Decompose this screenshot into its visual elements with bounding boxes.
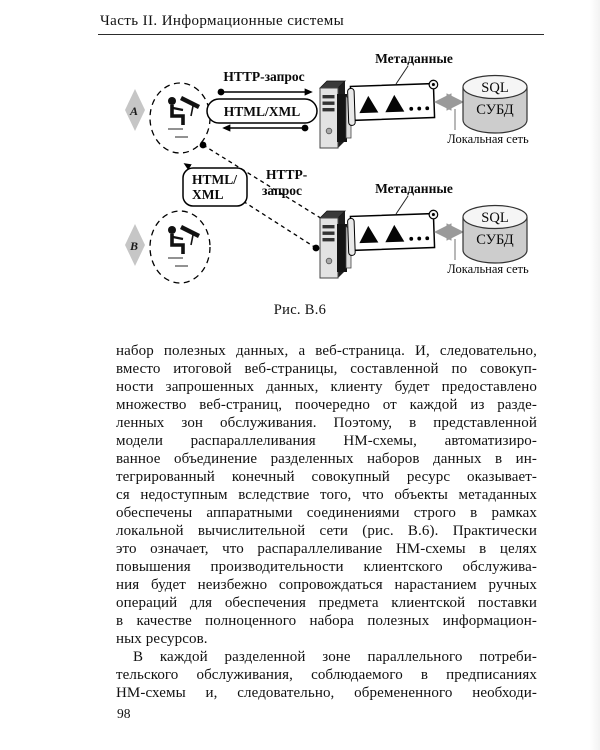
scan-edge-shadow: [590, 0, 600, 750]
text-line: В каждой разделенной зоне параллельного …: [133, 649, 537, 665]
text-line: модели распараллеливания НМ-схемы, автом…: [116, 433, 537, 449]
text-line: набор полезных данных, а веб-страница. И…: [116, 343, 537, 359]
figure-caption: Рис. В.6: [273, 302, 327, 318]
http-request-arrow-dot: [217, 88, 225, 96]
sql-label-1: SQL: [481, 80, 508, 96]
metadata-label-1: Метаданные: [375, 51, 453, 66]
http-request-mid-line2: запрос: [262, 183, 302, 198]
running-head: Часть II. Информационные системы: [100, 13, 345, 29]
html-xml-label-top: HTML/XML: [224, 104, 301, 119]
http-request-mid-line1: HTTP-: [266, 167, 307, 182]
text-line: ных ресурсов.: [116, 631, 208, 647]
local-network-label-1: Локальная сеть: [447, 132, 529, 146]
local-network-label-2: Локальная сеть: [447, 262, 529, 276]
text-line: в качестве полноценного набора полезных …: [116, 613, 537, 629]
html-xml-mid-line2: XML: [192, 187, 224, 202]
text-line: множество веб-страниц, поочередно от каж…: [116, 397, 537, 413]
dashed-response-dot: [312, 244, 320, 252]
http-request-label-top: HTTP-запрос: [223, 69, 304, 84]
text-line: операций для обеспечения предмета клиент…: [116, 595, 537, 611]
text-line: это означает, что распараллеливание НМ-с…: [116, 541, 537, 557]
text-line: тегрированный конечный совокупный ресурс…: [116, 469, 537, 485]
text-line: ности запрошенных данных, клиенту будет …: [116, 379, 537, 395]
text-line: ленных зон обслуживания. Поэтому, в пред…: [116, 415, 537, 431]
text-line: НМ-схемы и, следовательно, обремененного…: [116, 685, 537, 701]
text-line: ванное объединение разделенных наборов д…: [116, 451, 537, 467]
body-text: набор полезных данных, а веб-страница. И…: [116, 342, 537, 702]
zone-a-label: A: [129, 104, 138, 118]
dashed-request-dot: [199, 141, 207, 149]
metadata-label-2: Метаданные: [375, 181, 453, 196]
sql-label-2: SQL: [481, 210, 508, 226]
dbms-label-1: СУБД: [476, 102, 514, 118]
header-rule: [98, 34, 544, 36]
text-line: повышения производительности клиентского…: [116, 559, 537, 575]
html-xml-response-dot: [301, 124, 309, 132]
text-line: вместо итоговой веб-страницы, составленн…: [116, 361, 537, 377]
html-xml-pill: [206, 98, 318, 124]
text-line: обеспечены аппаратными соединениями стро…: [116, 505, 537, 521]
zone-a-diamond: [125, 89, 145, 131]
text-line: ния будет неизбежно сопровождаться нарас…: [116, 577, 537, 593]
text-line: ся недоступным вследствие того, что объе…: [116, 487, 537, 503]
client-b-user-icon: [168, 226, 199, 266]
figure-b6-diagram: A B HTTP-запрос HTML/XML HTML/ XML HTTP-…: [125, 51, 600, 284]
client-b-boundary: [149, 210, 211, 284]
dbms-label-2: СУБД: [476, 232, 514, 248]
zone-b-label: B: [129, 239, 138, 253]
client-a-user-icon: [168, 97, 199, 137]
text-line: тельского обслуживания, соблюдаемого в п…: [116, 667, 537, 683]
zone-b-diamond: [125, 224, 145, 266]
html-xml-mid-box: [182, 167, 248, 207]
text-line: локальной вычислительной сети (рис. В.6)…: [116, 523, 537, 539]
html-xml-mid-line1: HTML/: [192, 172, 237, 187]
page-number: 98: [117, 706, 131, 721]
dashed-request-line: [202, 144, 329, 223]
